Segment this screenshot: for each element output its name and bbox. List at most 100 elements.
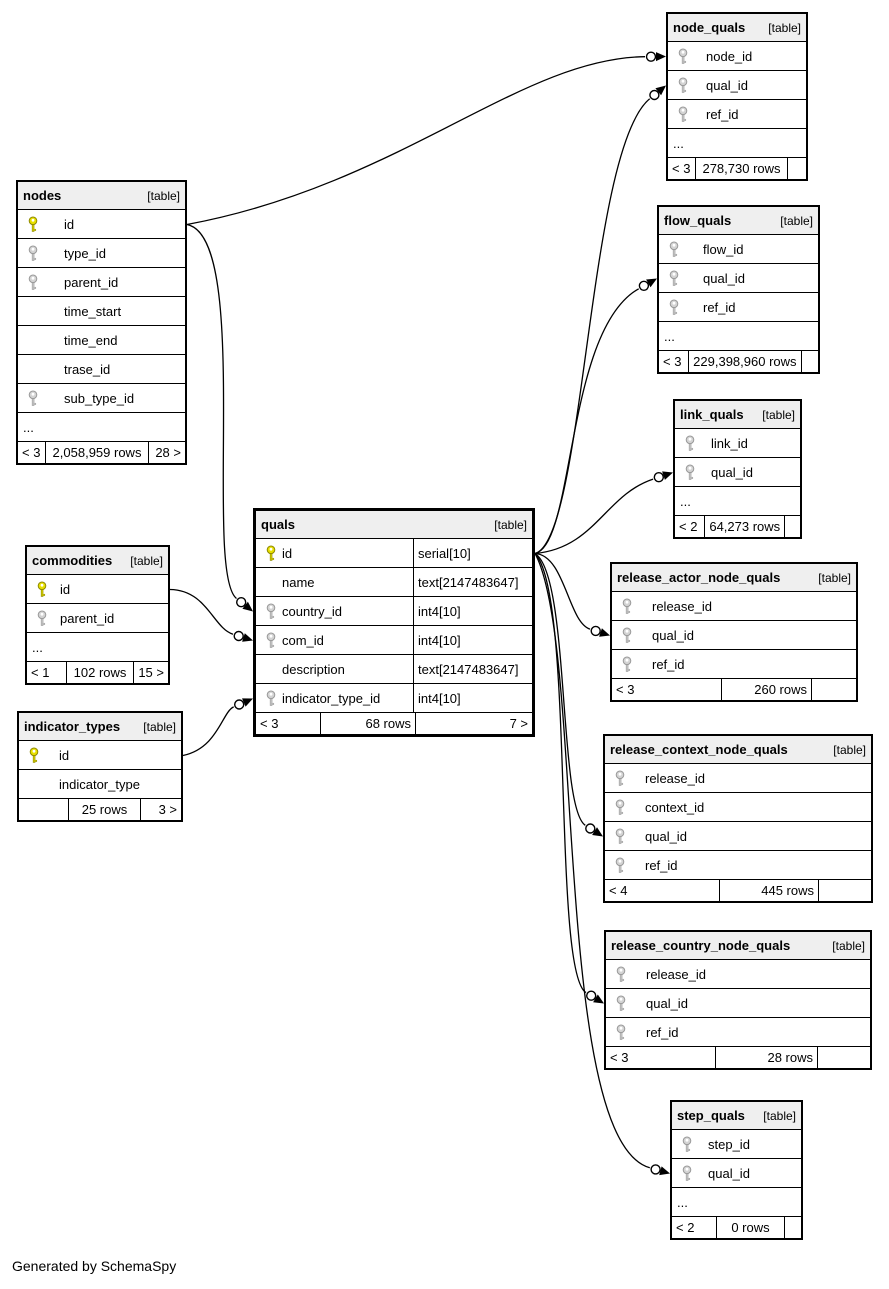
column-row: time_start <box>18 297 185 326</box>
column-row: ref_id <box>668 100 806 129</box>
arrowhead-marker <box>599 628 610 637</box>
footer-parents-count: < 2 <box>675 516 706 537</box>
footer-row-count: 2,058,959 rows <box>46 442 149 463</box>
footer-row-count: 25 rows <box>69 799 141 820</box>
footer-children-count <box>812 679 856 700</box>
column-name: ref_id <box>703 299 736 315</box>
primary-key-icon <box>18 216 64 233</box>
foreign-key-icon <box>612 627 652 644</box>
table-name: release_context_node_quals <box>610 742 788 757</box>
foreign-key-icon <box>18 390 64 407</box>
footer-parents-count: < 3 <box>659 351 690 372</box>
arrowhead-marker <box>242 633 253 642</box>
footer-parents-count: < 3 <box>606 1047 716 1068</box>
relationship-edge-quals-release_country_node_quals <box>534 553 604 1004</box>
foreign-key-icon <box>675 435 711 452</box>
column-row: step_id <box>672 1130 801 1159</box>
foreign-key-icon <box>18 274 64 291</box>
column-name: id <box>59 747 70 763</box>
more-columns-row: ... <box>18 413 185 442</box>
foreign-key-icon <box>668 106 706 123</box>
column-row: parent_id <box>18 268 185 297</box>
footer-parents-count: < 2 <box>672 1217 717 1238</box>
column-row: context_id <box>605 793 871 822</box>
table-type-badge: [table] <box>833 742 866 757</box>
column-type: int4[10] <box>413 626 532 654</box>
foreign-key-icon <box>27 610 60 627</box>
column-name: qual_id <box>703 270 745 286</box>
zero-or-one-marker <box>645 51 657 62</box>
column-name: ref_id <box>706 106 739 122</box>
table-node-release_country_node_quals[interactable]: release_country_node_quals[table]release… <box>604 930 872 1070</box>
footer-parents-count: < 3 <box>668 158 696 179</box>
relationship-edge-nodes-quals <box>186 223 253 612</box>
column-row: type_id <box>18 239 185 268</box>
arrowhead-marker <box>242 698 253 707</box>
more-columns-row: ... <box>27 633 168 662</box>
relationship-edge-indicator_types-quals <box>182 698 253 757</box>
foreign-key-icon <box>672 1165 708 1182</box>
foreign-key-icon <box>606 966 646 983</box>
column-row: sub_type_id <box>18 384 185 413</box>
column-name: trase_id <box>64 361 111 377</box>
foreign-key-icon <box>605 828 645 845</box>
column-name: flow_id <box>703 241 744 257</box>
table-type-badge: [table] <box>130 553 163 568</box>
column-row: release_id <box>606 960 870 989</box>
column-name: context_id <box>645 799 705 815</box>
table-header: nodes[table] <box>18 182 185 210</box>
zero-or-one-marker <box>235 597 247 608</box>
table-header: release_context_node_quals [table] <box>605 736 871 764</box>
table-type-badge: [table] <box>832 938 865 953</box>
primary-key-icon <box>27 581 60 598</box>
foreign-key-icon <box>256 603 282 620</box>
table-header: link_quals[table] <box>675 401 800 429</box>
table-header: release_country_node_quals[table] <box>606 932 870 960</box>
footer-parents-count: < 3 <box>256 713 321 734</box>
table-header: commodities [table] <box>27 547 168 575</box>
footer-row-count: 445 rows <box>720 880 819 901</box>
table-node-release_actor_node_quals[interactable]: release_actor_node_quals[table]release_i… <box>610 562 858 702</box>
foreign-key-icon <box>659 299 703 316</box>
footer-parents-count: < 3 <box>18 442 46 463</box>
column-name: id <box>64 216 75 232</box>
primary-key-icon <box>256 545 282 562</box>
foreign-key-icon <box>668 48 706 65</box>
column-name: qual_id <box>652 627 694 643</box>
column-type: text[2147483647] <box>413 568 532 596</box>
column-name: release_id <box>645 770 705 786</box>
table-name: indicator_types <box>24 719 121 734</box>
table-name: quals <box>261 517 295 532</box>
foreign-key-icon <box>672 1136 708 1153</box>
column-row: link_id <box>675 429 800 458</box>
arrowhead-marker <box>242 601 253 612</box>
column-name: ref_id <box>652 656 685 672</box>
table-node-release_context_node_quals[interactable]: release_context_node_quals[table]release… <box>603 734 873 903</box>
table-name: commodities <box>32 553 113 568</box>
footer-children-count: 15 > <box>138 665 164 680</box>
column-row: release_id <box>612 592 856 621</box>
arrowhead-marker <box>659 1166 670 1176</box>
foreign-key-icon <box>605 799 645 816</box>
footer-children-count: 3 > <box>158 802 177 817</box>
column-row: id <box>18 210 185 239</box>
zero-or-one-marker <box>233 699 245 710</box>
foreign-key-icon <box>256 632 282 649</box>
zero-or-one-marker <box>586 990 597 1001</box>
footer-row-count: 68 rows <box>321 713 416 734</box>
